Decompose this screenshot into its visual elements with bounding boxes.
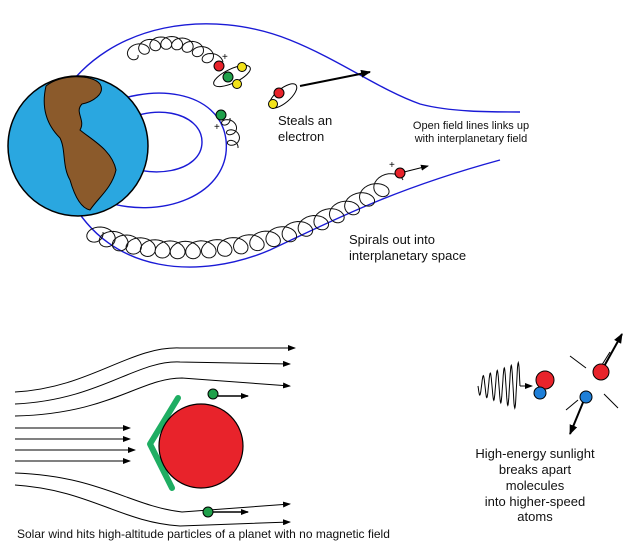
electron-yellow	[232, 79, 242, 89]
molecule-atoms	[533, 363, 610, 404]
escape-arrow	[299, 69, 371, 87]
label-spirals-out: Spirals out into interplanetary space	[349, 232, 467, 263]
charge-signs: + + +	[214, 52, 395, 171]
magnetic-field-lines	[61, 23, 521, 268]
atom-blue	[579, 390, 593, 404]
ion-green	[202, 506, 214, 518]
plus-sign: +	[214, 122, 220, 133]
ion-red	[273, 87, 285, 99]
closed-field-line-inner	[111, 111, 203, 173]
sunlight-wave	[477, 360, 521, 410]
open-field-line-lower	[69, 159, 501, 268]
picked-up-ions	[202, 388, 249, 518]
ion-green	[215, 109, 227, 121]
plus-sign: +	[222, 52, 228, 63]
earth-globe	[7, 75, 149, 217]
continent	[43, 76, 117, 211]
atom-red	[592, 363, 610, 381]
ion-red	[394, 167, 406, 179]
label-open-field-lines: Open field lines links up with interplan…	[412, 120, 530, 146]
spiral-trajectories	[86, 35, 404, 260]
charge-exchange-group	[268, 69, 371, 109]
atom-arrow-up	[601, 333, 623, 371]
electron-yellow	[268, 99, 278, 109]
electron-yellow	[237, 62, 247, 72]
open-field-line-upper	[61, 23, 521, 113]
molecule-red	[535, 370, 555, 390]
ion-particles-top	[213, 60, 406, 179]
spiral-path-lower	[86, 173, 404, 260]
ion-arrow	[403, 164, 429, 173]
molecule-blue	[533, 386, 547, 400]
closed-field-line-outer	[94, 92, 227, 209]
label-sunlight-breaks-molecules: High-energy sunlight breaks apart molecu…	[475, 446, 595, 525]
solar-wind-streamlines	[14, 345, 296, 527]
plus-sign: +	[389, 160, 395, 171]
ion-green	[222, 71, 234, 83]
label-solar-wind: Solar wind hits high-altitude particles …	[17, 527, 390, 541]
unmagnetized-planet	[158, 403, 244, 489]
label-steals-electron: Steals an electron	[278, 113, 333, 144]
ion-red	[213, 60, 225, 72]
photodissociation-group	[477, 333, 623, 435]
spiral-path-upper	[126, 35, 224, 64]
atom-arrow-down	[569, 399, 585, 435]
spiral-path-middle	[221, 117, 241, 148]
ionopause-boundary	[147, 395, 181, 491]
ion-green	[207, 388, 219, 400]
